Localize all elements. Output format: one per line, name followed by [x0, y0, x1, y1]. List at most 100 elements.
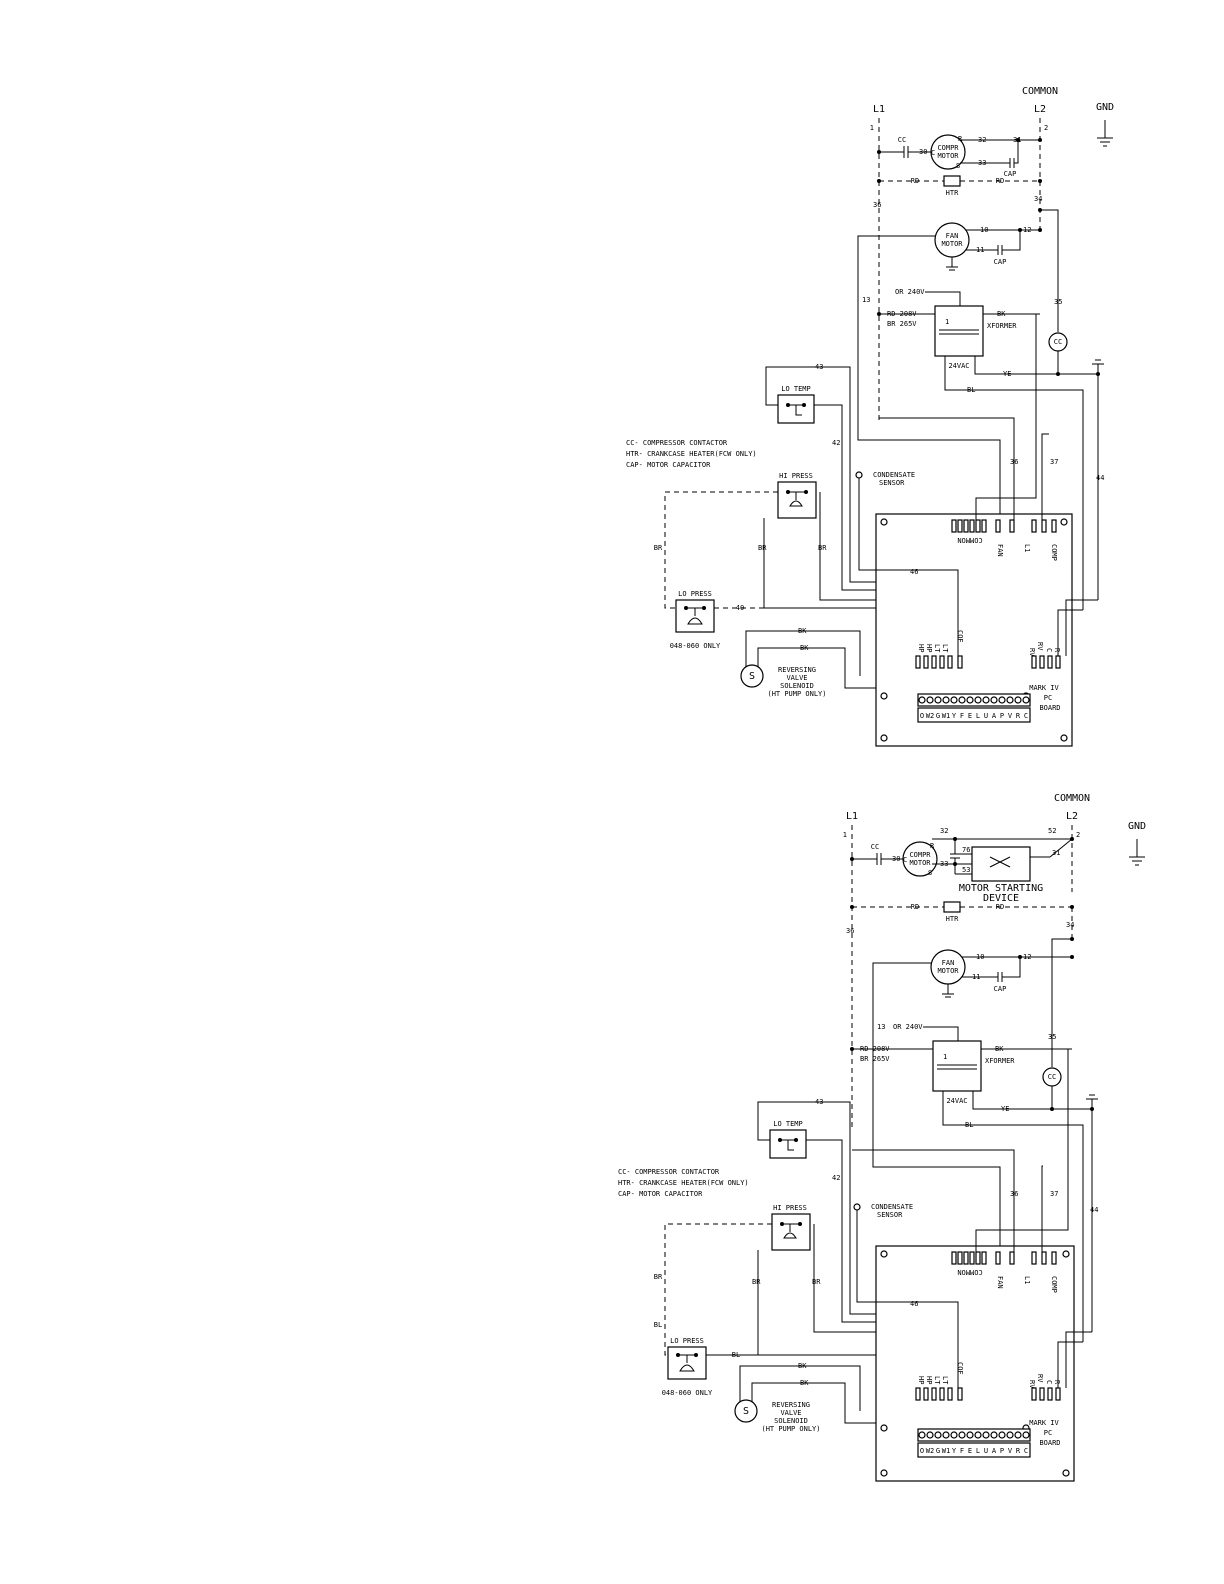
header-pin — [1051, 519, 1057, 533]
hi-press-label: HI PRESS — [779, 472, 813, 480]
wire — [942, 1091, 1084, 1342]
rv-label-2: VALVE — [780, 1409, 801, 1417]
br-265v-label: BR 265V — [860, 1055, 890, 1063]
header-pin — [957, 1387, 963, 1401]
board-hole — [1060, 734, 1068, 742]
terminal-screw — [1006, 696, 1014, 704]
wire — [989, 856, 1011, 868]
terminal-label: C — [1024, 712, 1028, 720]
xformer-label: XFORMER — [985, 1057, 1015, 1065]
br-label-right: BR — [818, 544, 827, 552]
header-lt1-label: LT — [933, 644, 941, 653]
wire-10-label: 10 — [976, 953, 984, 961]
wire-37-label: 37 — [1050, 1190, 1058, 1198]
terminal-screw — [966, 1431, 974, 1439]
br-label-left: BR — [654, 544, 663, 552]
bl-label: BL — [965, 1121, 973, 1129]
terminal-label: V — [1008, 712, 1013, 720]
bk-label: BK — [995, 1045, 1004, 1053]
wire — [925, 291, 961, 308]
terminal-screw — [998, 696, 1006, 704]
wire — [944, 356, 1084, 610]
header-cof-label: COF — [956, 630, 964, 643]
terminal-s-label: S — [956, 162, 960, 170]
terminal-c-label: C — [903, 856, 907, 864]
hi-press-switch — [771, 1213, 811, 1251]
wire-44-label: 44 — [1090, 1206, 1098, 1214]
l2-label: L2 — [1034, 104, 1046, 115]
wire-35-label: 35 — [1048, 1033, 1056, 1041]
cap-label: CAP — [1004, 170, 1017, 178]
terminal-screw — [982, 696, 990, 704]
header-hp2-label: HP — [925, 1376, 933, 1384]
junction-dot — [1038, 138, 1042, 142]
solenoid-s-label: S — [749, 671, 755, 682]
wire-43-label: 43 — [815, 1098, 823, 1106]
terminal-c-label: C — [931, 149, 935, 157]
board-hole — [880, 734, 888, 742]
solenoid-s-label: S — [743, 1406, 749, 1417]
terminal-label: R — [1016, 712, 1021, 720]
rd-label: RD — [911, 903, 919, 911]
gnd-label: GND — [1096, 102, 1114, 113]
legend-cc: CC- COMPRESSOR CONTACTOR — [626, 439, 728, 447]
header-cof-label: COF — [956, 1362, 964, 1375]
header-pin — [923, 1387, 929, 1401]
rd-208v-label: RD 208V — [860, 1045, 890, 1053]
lo-temp-label: LO TEMP — [773, 1120, 803, 1128]
transformer — [932, 1040, 982, 1092]
terminal-label: W1 — [942, 1447, 950, 1455]
wire-2-label: 2 — [1044, 124, 1048, 132]
condensate-sensor — [855, 471, 863, 479]
rd-label-2: RD — [996, 903, 1004, 911]
wire-12-label: 12 — [1023, 953, 1031, 961]
wire — [1040, 209, 1059, 332]
board-label: BOARD — [1039, 704, 1060, 712]
or-240v-label: OR 240V — [895, 288, 925, 296]
wire — [739, 1365, 861, 1411]
header-rv1-label: RV — [1028, 648, 1036, 657]
header-pin — [931, 655, 937, 669]
terminal-label: P — [1000, 1447, 1004, 1455]
terminal-screw — [918, 696, 926, 704]
terminal-label: Y — [952, 712, 957, 720]
bk-label-rv1: BK — [798, 1362, 807, 1370]
terminal-screw — [1006, 1431, 1014, 1439]
header-l1-label: L1 — [1023, 544, 1031, 552]
terminal-screw — [966, 696, 974, 704]
header-comp-label: COMP — [1050, 544, 1058, 561]
wire-11-label: 11 — [972, 973, 980, 981]
terminal-label: P — [1000, 712, 1004, 720]
wire-32-label: 32 — [978, 136, 986, 144]
header-pin — [939, 1387, 945, 1401]
wire-36-label: 36 — [873, 201, 881, 209]
pc-board — [875, 1245, 1075, 1482]
wire-2-label: 2 — [1076, 831, 1080, 839]
condensate-label: CONDENSATE — [871, 1203, 913, 1211]
header-r-label: R — [1053, 1380, 1061, 1385]
wire-30-label: 30 — [892, 855, 900, 863]
terminal-label: G — [936, 712, 940, 720]
htr-label: HTR — [946, 915, 959, 923]
legend-cap: CAP- MOTOR CAPACITOR — [618, 1190, 703, 1198]
24vac-label: 24VAC — [948, 362, 969, 370]
terminal-label: F — [960, 712, 964, 720]
header-pin — [1055, 655, 1061, 669]
header-pin — [915, 655, 921, 669]
lo-temp-switch — [769, 1129, 807, 1159]
terminal-screw — [926, 696, 934, 704]
header-pin — [969, 519, 975, 533]
or-240v-label: OR 240V — [893, 1023, 923, 1031]
terminal-screw — [1022, 696, 1030, 704]
terminal-screw — [998, 1431, 1006, 1439]
header-pin — [963, 1251, 969, 1265]
terminal-screw — [990, 1431, 998, 1439]
condensate-label-2: SENSOR — [879, 479, 905, 487]
junction-dot — [1050, 1107, 1054, 1111]
terminal-screw — [982, 1431, 990, 1439]
pc-board — [875, 513, 1073, 747]
header-pin — [995, 519, 1001, 533]
